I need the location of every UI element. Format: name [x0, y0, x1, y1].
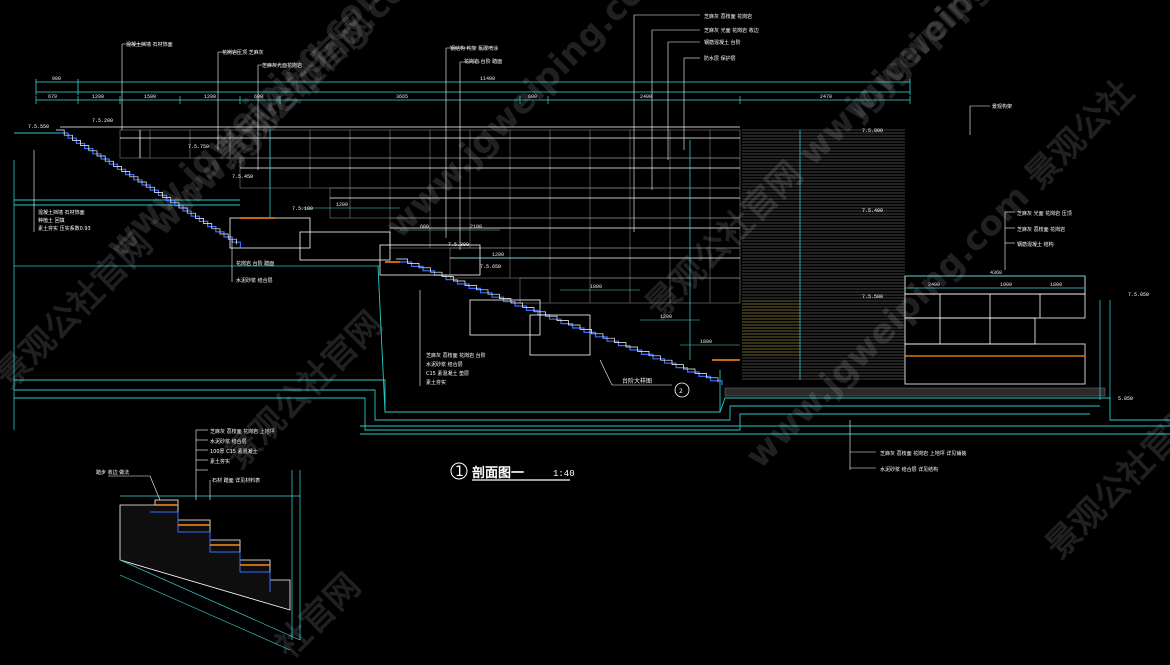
note-top-4: 钢结构 构架 氟碳喷涂: [450, 45, 498, 52]
dim-top-5: 600: [254, 94, 263, 100]
note-top-9: 防水层 保护层: [704, 55, 736, 62]
note-top-1: 混凝土挡墙 石材饰面: [126, 41, 173, 48]
dim-mid-7: 1800: [700, 339, 712, 345]
right-leaders: [1004, 211, 1015, 270]
detail-note-2: 水泥砂浆 结合层: [210, 438, 247, 445]
dim-right-3: 1000: [1000, 282, 1012, 288]
note-bottom-right-2: 水泥砂浆 结合层 详见结构: [880, 466, 938, 473]
level-4: 7.5.450: [232, 174, 253, 180]
detail-note-5: 石材 踏面 详见材料表: [212, 477, 260, 484]
note-lower-2: 水泥砂浆 结合层: [426, 361, 463, 368]
slope-soil-line: [13, 160, 380, 430]
note-top-2: 花岗岩压顶 芝麻灰: [222, 49, 264, 56]
vertical-dimension-strips: [269, 130, 801, 380]
mid-dimension-row: [300, 207, 740, 346]
callout-tag: 台阶大样图: [622, 377, 652, 385]
note-top-7: 芝麻灰 光面 花岗岩 收边: [704, 27, 759, 34]
drawing-title-text: 剖面图一: [472, 465, 524, 481]
note-lower-3: C15 素混凝土 垫层: [426, 370, 469, 377]
level-2: 7.5.200: [92, 118, 113, 124]
title-number: 1: [455, 464, 464, 480]
detail-note-1: 芝麻灰 荔枝面 花岗岩 上地坪: [210, 428, 275, 435]
level-1: 7.5.550: [28, 124, 49, 130]
note-mid-1: 花岗岩 台阶 踏面: [236, 260, 274, 267]
note-top-6: 芝麻灰 荔枝面 花岗岩: [704, 13, 752, 20]
note-top-5: 花岗岩 台阶 踏面: [464, 58, 502, 65]
note-bottom-right-1: 芝麻灰 荔枝面 花岗岩 上地坪 详见铺装: [880, 450, 966, 457]
drawing-scale: 1:40: [553, 469, 575, 479]
level-12: 5.850: [1118, 396, 1133, 402]
detail-callout: 2 台阶大样图: [599, 359, 690, 398]
detail-note-4: 素土夯实: [210, 458, 230, 465]
dim-top-9: 2470: [820, 94, 832, 100]
bottom-right-leaders: [849, 420, 876, 470]
note-left-1: 混凝土挡墙 石材饰面: [38, 209, 85, 216]
note-left-2: 种植土 回填: [38, 217, 65, 224]
dim-mid-3: 2100: [470, 224, 482, 230]
top-leader-ticks: [122, 14, 700, 66]
note-lower-4: 素土夯实: [426, 379, 446, 386]
right-top-leader: [969, 105, 990, 135]
screen-wall-stripes: [742, 129, 905, 380]
note-right-2: 芝麻灰 荔枝面 花岗岩: [1017, 226, 1065, 233]
dim-mid-1: 1200: [336, 202, 348, 208]
paving-hatch: [724, 387, 1106, 397]
detail-tag: 踏步 收边 做法: [96, 469, 129, 476]
dim-right-2: 2400: [928, 282, 940, 288]
note-right-top: 景观构架: [992, 103, 1012, 110]
landings: [139, 130, 591, 356]
level-9: 7.5.400: [862, 208, 883, 214]
note-right-3: 钢筋混凝土 结构: [1017, 241, 1054, 248]
level-6: 7.5.300: [448, 242, 469, 248]
dim-mid-5: 1800: [590, 284, 602, 290]
stair-detail: 芝麻灰 荔枝面 花岗岩 上地坪 水泥砂浆 结合层 100厚 C15 素混凝土 素…: [96, 428, 301, 651]
detail-note-3: 100厚 C15 素混凝土: [210, 448, 258, 455]
note-lower-1: 芝麻灰 荔枝面 花岗岩 台阶: [426, 352, 486, 359]
level-3: 7.5.750: [188, 144, 209, 150]
note-left-3: 素土夯实 压实系数0.93: [38, 225, 91, 232]
level-11: 7.5.050: [1128, 292, 1149, 298]
callout-number: 2: [679, 388, 683, 395]
level-markers: 7.5.550 7.5.200 7.5.750 7.5.450 7.5.100 …: [28, 118, 1149, 402]
dim-top-7: 600: [528, 94, 537, 100]
note-top-3: 芝麻灰光面花岗岩: [262, 62, 302, 69]
dim-overall-1: 900: [52, 76, 61, 82]
top-dimension-row: [35, 96, 911, 104]
lower-staircase-treads: [396, 258, 719, 383]
wall-elevation-grid: [119, 129, 741, 304]
dim-top-6: 3665: [396, 94, 408, 100]
landing-orange-edges: [240, 217, 740, 361]
level-5: 7.5.100: [292, 206, 313, 212]
dim-top-8: 2400: [640, 94, 652, 100]
drawing-title: 1 剖面图一 1:40: [450, 462, 575, 481]
dim-mid-2: 600: [420, 224, 429, 230]
right-dimension-row: [905, 275, 1111, 400]
dim-right-1: 4360: [990, 270, 1002, 276]
upper-staircase-treads: [56, 129, 237, 245]
level-10: 7.5.500: [862, 294, 883, 300]
foundation-slab: [14, 265, 1170, 435]
top-leaders: [121, 15, 685, 250]
dim-top-1: 679: [48, 94, 57, 100]
title-number-circle: [450, 462, 468, 480]
dim-top-4: 1200: [204, 94, 216, 100]
right-planters: [904, 275, 1086, 385]
upper-ground: [14, 132, 240, 206]
dim-overall-2: 11400: [480, 76, 495, 82]
dim-top-2: 1200: [92, 94, 104, 100]
note-mid-2: 水泥砂浆 结合层: [236, 277, 273, 284]
upper-staircase: [60, 132, 241, 248]
dim-mid-4: 1200: [492, 252, 504, 258]
note-top-8: 钢筋混凝土 台阶: [704, 39, 741, 46]
note-right-1: 芝麻灰 光面 花岗岩 压顶: [1017, 210, 1072, 217]
level-8: 7.5.800: [862, 128, 883, 134]
level-7: 7.5.650: [480, 264, 501, 270]
dim-top-3: 1500: [144, 94, 156, 100]
overall-dimension-row: [35, 79, 911, 95]
dim-right-4: 1800: [1050, 282, 1062, 288]
wall-coping-lines: [60, 126, 740, 259]
dim-mid-6: 1200: [660, 314, 672, 320]
